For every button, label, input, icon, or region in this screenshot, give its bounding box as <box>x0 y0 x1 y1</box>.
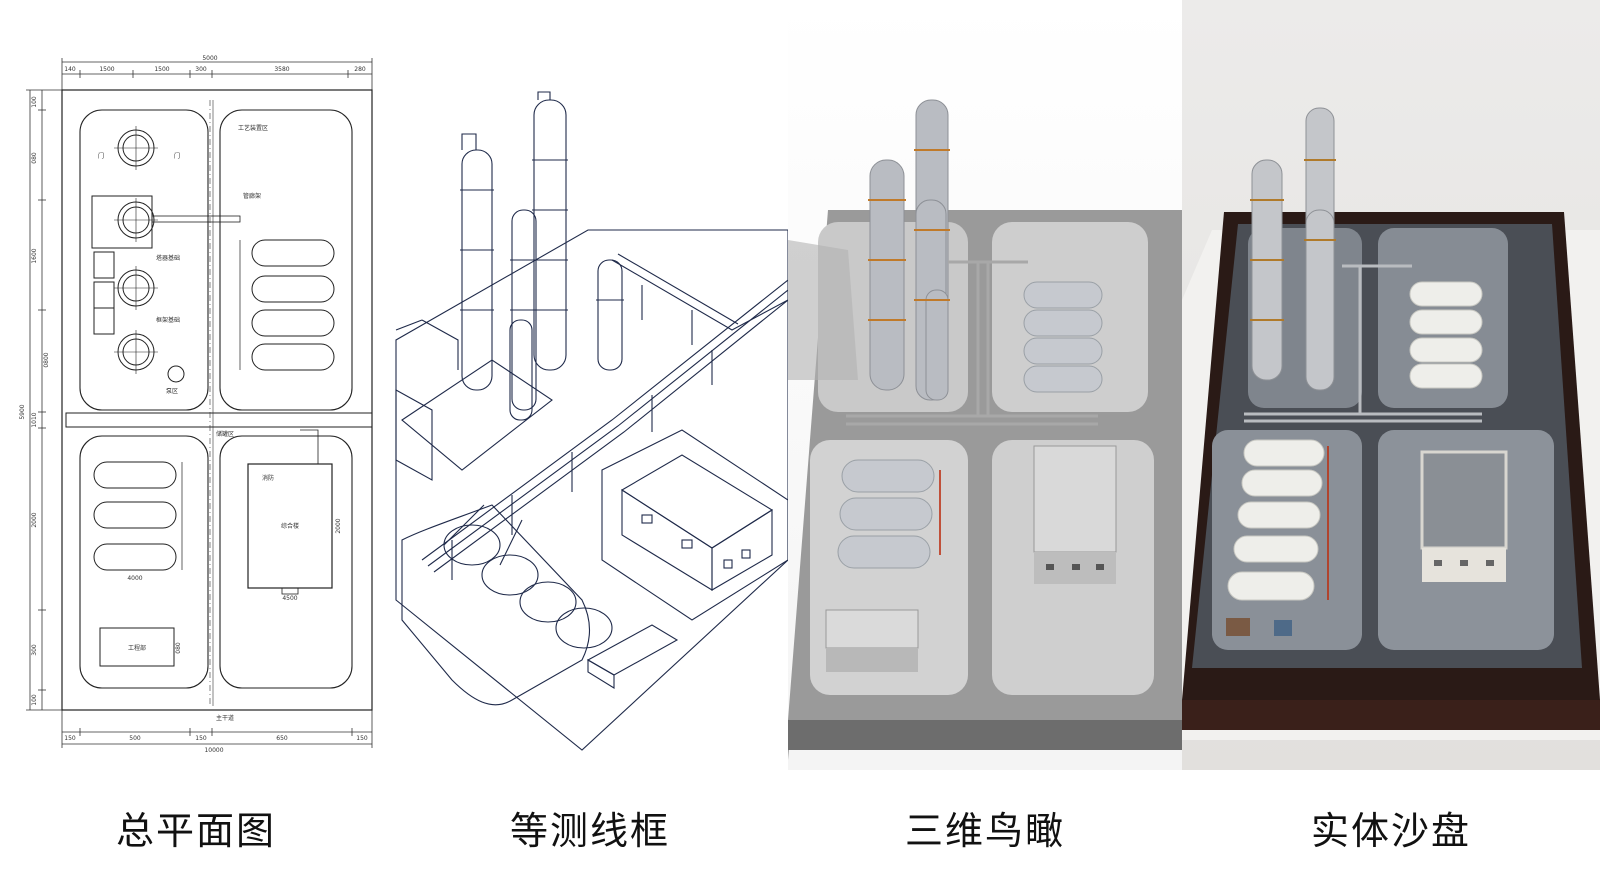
label-pipe-rack: 管廊架 <box>243 192 261 200</box>
label-door-left: 门 <box>98 152 104 160</box>
dim-bottom-5: 150 <box>356 735 368 742</box>
label-road: 主干道 <box>216 714 234 722</box>
dim-left-4: 5900 <box>19 404 26 419</box>
dim-left-7: 2000 <box>31 512 38 527</box>
label-tower-1: 塔器基础 <box>156 254 180 262</box>
dim-overall-width: 5000 <box>202 55 217 62</box>
dim-office-height: 080 <box>175 642 182 654</box>
caption-site-plan: 总平面图 <box>115 809 276 853</box>
dim-building-height: 2000 <box>335 518 342 533</box>
label-office: 工程部 <box>128 644 146 652</box>
dim-tank-width: 4000 <box>127 575 142 582</box>
label-main-building: 综合楼 <box>281 522 299 530</box>
dim-left-group: 100 080 1600 5900 0800 1010 2000 300 100 <box>19 96 50 706</box>
caption-physical-model: 实体沙盘 <box>1310 809 1471 853</box>
dim-left-9: 100 <box>31 694 38 706</box>
caption-isometric: 等测线框 <box>509 809 670 853</box>
dim-left-2: 080 <box>31 152 38 164</box>
dim-bottom-1: 150 <box>64 735 76 742</box>
aerial-render-panel <box>788 0 1182 770</box>
dim-top-2: 1500 <box>99 66 114 73</box>
dim-left-6: 1010 <box>31 412 38 427</box>
physical-model-panel <box>1182 0 1600 770</box>
dim-bottom-3: 150 <box>195 735 207 742</box>
dim-left-5: 0800 <box>43 352 50 367</box>
dim-left-1: 100 <box>31 96 38 108</box>
label-pump-area: 泵区 <box>166 388 178 395</box>
caption-aerial: 三维鸟瞰 <box>904 809 1065 853</box>
label-process-area: 工艺装置区 <box>238 124 268 132</box>
dim-top-5: 3580 <box>274 66 289 73</box>
dim-top-1: 140 <box>64 66 76 73</box>
label-door-right: 门 <box>174 152 180 160</box>
label-fire-water: 消防 <box>262 474 274 482</box>
physical-model-photo <box>1182 107 1600 740</box>
dim-building-width: 4500 <box>282 595 297 602</box>
site-plan-panel: 5000 140 1500 1500 300 3580 280 150 500 … <box>0 0 392 770</box>
isometric-panel <box>392 0 788 770</box>
dim-top-3: 1500 <box>154 66 169 73</box>
dim-bottom-total: 10000 <box>204 747 223 754</box>
dim-top-4: 300 <box>195 66 207 73</box>
label-tank-area: 储罐区 <box>216 430 234 438</box>
isometric-drawing <box>395 91 788 751</box>
dim-left-3: 1600 <box>31 248 38 263</box>
dim-top-6: 280 <box>354 66 366 73</box>
aerial-render <box>788 99 1182 760</box>
dim-bottom-4: 650 <box>276 735 288 742</box>
label-tower-2: 框架基础 <box>156 316 180 324</box>
dim-bottom-2: 500 <box>129 735 141 742</box>
site-plan-drawing: 5000 140 1500 1500 300 3580 280 150 500 … <box>19 55 373 754</box>
dim-left-8: 300 <box>31 644 38 656</box>
